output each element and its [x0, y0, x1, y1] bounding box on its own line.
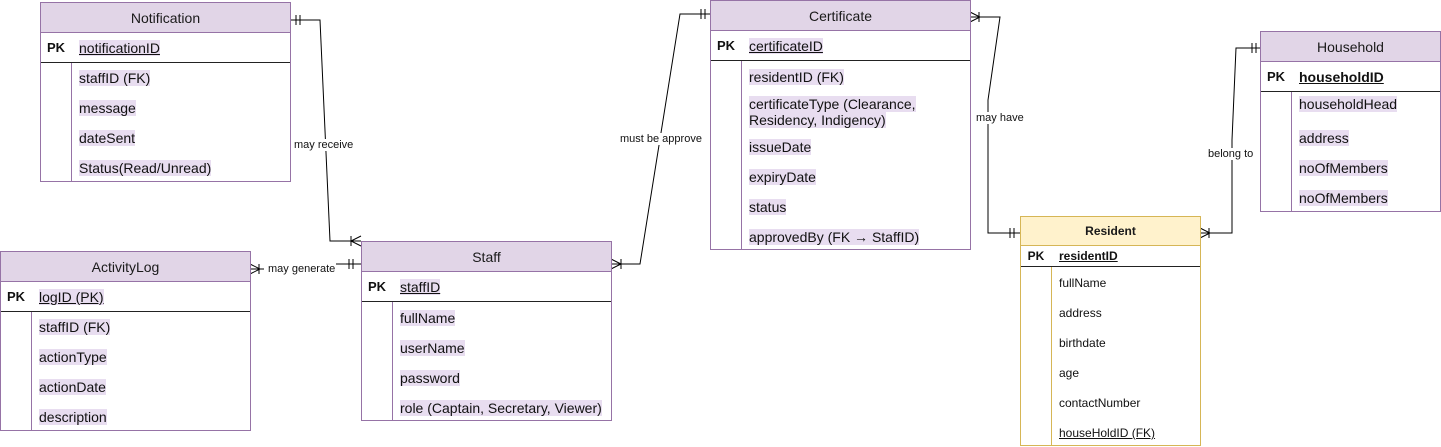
- entity-resident[interactable]: Resident PK residentID fullName address …: [1020, 216, 1201, 446]
- entity-title: ActivityLog: [1, 252, 250, 282]
- pk-row: PK logID (PK): [1, 282, 250, 312]
- attribute: password: [400, 370, 460, 386]
- column-divider: [392, 302, 393, 420]
- pk-field: certificateID: [749, 37, 823, 54]
- pk-row: PK residentID: [1021, 246, 1200, 267]
- pk-label: PK: [367, 279, 387, 294]
- line-notification-staff: [290, 19, 361, 242]
- pk-field: householdID: [1299, 68, 1384, 85]
- attribute: actionType: [39, 349, 107, 365]
- column-divider: [1051, 267, 1052, 445]
- entity-title: Resident: [1021, 217, 1200, 246]
- attribute: birthdate: [1059, 336, 1106, 350]
- attribute: fullName: [400, 310, 456, 326]
- column-divider: [1291, 92, 1292, 211]
- entity-title: Household: [1261, 32, 1440, 62]
- entity-household[interactable]: Household PK householdID householdHead a…: [1260, 31, 1441, 212]
- attribute: userName: [400, 340, 465, 356]
- attribute: description: [39, 409, 107, 425]
- attribute: fullName: [1059, 276, 1107, 290]
- attribute: age: [1059, 366, 1080, 380]
- column-divider: [741, 61, 742, 249]
- attribute: noOfMembers: [1299, 190, 1388, 206]
- entity-title: Notification: [41, 3, 290, 33]
- attribute: contactNumber: [1059, 396, 1141, 410]
- line-certificate-resident: [970, 16, 1020, 234]
- pk-row: PK notificationID: [41, 33, 290, 63]
- attribute: certificateType (Clearance, Residency, I…: [749, 96, 916, 128]
- attribute: expiryDate: [749, 169, 816, 185]
- relationship-label-may-generate: may generate: [268, 263, 336, 275]
- column-divider: [71, 63, 72, 181]
- attribute: role (Captain, Secretary, Viewer): [400, 400, 602, 416]
- attribute: Status(Read/Unread): [79, 160, 212, 176]
- attribute: staffID (FK): [79, 70, 151, 86]
- attribute: staffID (FK): [39, 319, 111, 335]
- entity-activitylog[interactable]: ActivityLog PK logID (PK) staffID (FK) a…: [0, 251, 251, 431]
- attribute: approvedBy (FK → StaffID): [749, 229, 920, 245]
- pk-row: PK staffID: [362, 272, 611, 302]
- attribute: dateSent: [79, 130, 136, 146]
- pk-label: PK: [716, 38, 736, 53]
- attribute: noOfMembers: [1299, 160, 1388, 176]
- entity-certificate[interactable]: Certificate PK certificateID residentID …: [710, 0, 971, 250]
- pk-field: staffID: [400, 278, 441, 295]
- pk-label: PK: [6, 289, 26, 304]
- line-resident-household: [1200, 47, 1261, 234]
- pk-field: logID (PK): [39, 288, 104, 305]
- entity-notification[interactable]: Notification PK notificationID staffID (…: [40, 2, 291, 182]
- attribute: address: [1299, 130, 1349, 146]
- entity-title: Staff: [362, 242, 611, 272]
- entity-staff[interactable]: Staff PK staffID fullName userName passw…: [361, 241, 612, 421]
- attribute: residentID (FK): [749, 69, 844, 85]
- relationship-label-may-have: may have: [976, 112, 1024, 124]
- attribute: householdHead: [1299, 96, 1398, 112]
- pk-label: PK: [1266, 69, 1286, 84]
- relationship-label-belong-to: belong to: [1208, 148, 1254, 160]
- attribute: status: [749, 199, 787, 215]
- attribute: address: [1059, 306, 1102, 320]
- column-divider: [31, 312, 32, 430]
- pk-row: PK householdID: [1261, 62, 1440, 92]
- pk-row: PK certificateID: [711, 31, 970, 61]
- attribute: actionDate: [39, 379, 106, 395]
- pk-label: PK: [1027, 249, 1045, 263]
- pk-field: residentID: [1059, 249, 1118, 263]
- relationship-label-may-receive: may receive: [294, 139, 354, 151]
- relationship-label-must-be-approve: must be approve: [620, 133, 702, 145]
- attribute: issueDate: [749, 139, 812, 155]
- entity-title: Certificate: [711, 1, 970, 31]
- pk-field: notificationID: [79, 39, 160, 56]
- attribute: houseHoldID (FK): [1059, 426, 1156, 440]
- attribute: message: [79, 100, 136, 116]
- pk-label: PK: [46, 40, 66, 55]
